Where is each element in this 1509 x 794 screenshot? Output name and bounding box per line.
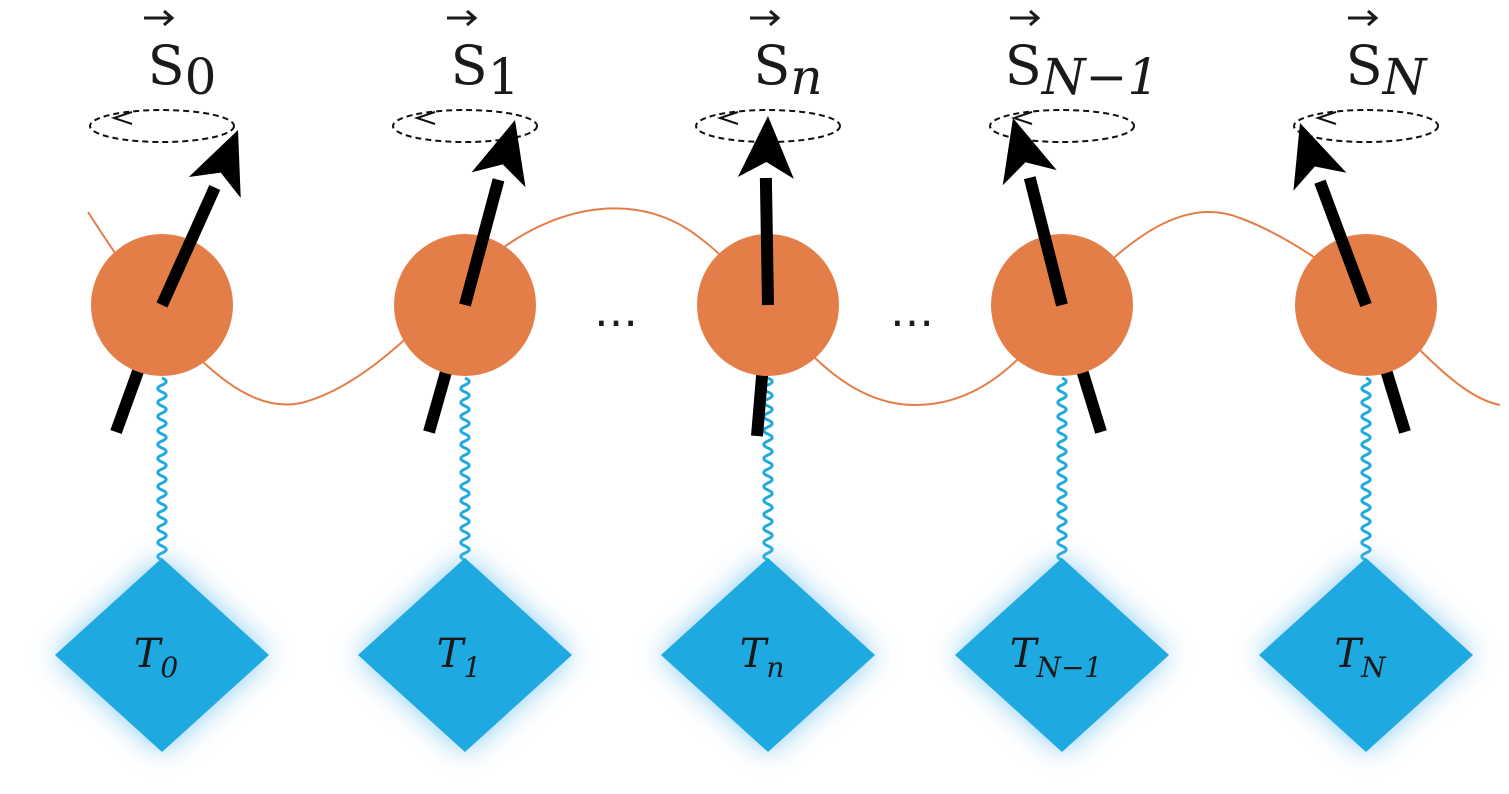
spin-vector-label: SN−1 [1005,34,1159,106]
ellipsis-right: … [890,286,934,337]
vector-arrow-icon [1348,9,1379,27]
precession-direction-arrow [413,111,436,125]
bath-coupling-spring [156,376,168,562]
spin-shaft [759,177,774,306]
heat-bath-diamond [55,558,269,752]
spin-arrowhead [1002,118,1057,186]
precession-direction-arrow [1010,111,1033,125]
bath-temperature-label: TN−1 [1010,631,1102,684]
bath-temperature-label: Tn [740,631,785,684]
spin-arrows [156,116,1372,308]
chain-coupling-wave [87,207,1501,407]
spin-shaft [1023,176,1068,307]
spin-shaft [1314,179,1372,308]
heat-bath-diamond [358,558,572,752]
spin-shaft [459,178,505,307]
heat-bath-diamond [661,558,875,752]
precession-direction-arrow [1314,111,1337,125]
precession-direction-arrow [716,111,739,125]
vector-arrow-icon [750,9,781,27]
bath-temperature-label: T1 [437,631,482,684]
precession-direction-arrow [110,111,133,125]
spin-arrowhead [737,116,794,179]
spin-vector-label: Sn [753,34,822,106]
precession-orbit [695,109,841,143]
vector-arrow-icon [1010,9,1041,27]
spin-vector-label: S1 [451,34,520,106]
bath-coupling-spring [762,376,774,562]
spin-arrowhead [1293,123,1347,191]
vector-arrow-icon [144,9,175,27]
precession-orbit [989,109,1135,143]
precession-orbit [89,109,235,143]
precession-orbit [1293,109,1439,143]
heat-bath-diamond [1259,558,1473,752]
spin-arrowhead [471,120,526,188]
precession-orbit [392,109,538,143]
spin-vector-label: SN [1346,34,1429,106]
vector-arrow-icon [447,9,478,27]
spin-vector-label: S0 [148,34,217,106]
precession-cones [89,109,1439,143]
bath-temperature-label: TN [1334,631,1387,684]
bath-temperature-label: T0 [134,631,179,684]
spin-labels: S0 S1 Sn SN−1 SN [144,9,1429,106]
heat-bath-diamond [955,558,1169,752]
bath-couplings [156,376,1372,562]
heat-baths: T0 T1 Tn TN−1 TN [55,558,1473,752]
bath-coupling-spring [459,376,471,562]
spin-shaft [156,185,221,308]
bath-coupling-spring [1360,376,1372,562]
spin-arrowhead [188,130,241,198]
ellipsis-left: … [594,286,638,337]
bath-coupling-spring [1056,376,1068,562]
